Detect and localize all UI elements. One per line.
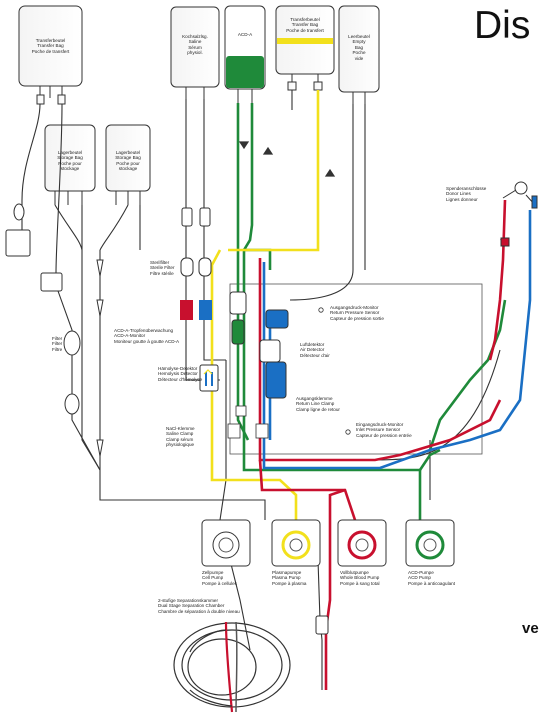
storage-bag-2 [105,124,151,205]
empty-bag [338,5,380,104]
transfer-bag-left [18,5,83,105]
pump-plasma [271,519,321,567]
transfer-bag-right [275,5,335,91]
acd-drip-chamber [229,291,247,345]
page-title-fragment: Dis [474,4,531,47]
acd-a-bag [224,5,266,103]
clamps [227,307,351,439]
storage-bag-1 [44,124,96,205]
acd-a-bag-label: ACD-A [237,32,253,37]
sample-bag [5,229,63,292]
pump-acd [405,519,455,567]
separation-chamber [173,621,291,713]
sterile-filters [180,207,212,320]
donor-line-connector [500,181,538,247]
air-detector-chamber [259,309,289,399]
saline-bag [170,6,220,99]
pump-whole-blood [337,519,387,567]
hemolysis-detector [199,364,219,392]
pump-cell [201,519,251,567]
machine-panel-frame [229,283,483,455]
separation-chamber-connector [315,615,329,635]
in-line-filters [13,203,104,457]
red-tubing [258,199,507,690]
side-text-fragment: ve [522,620,539,637]
